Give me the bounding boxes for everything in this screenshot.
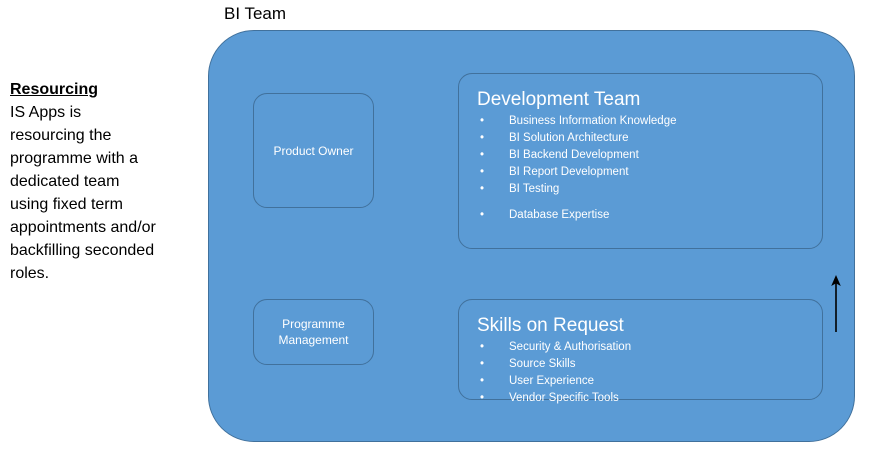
card-programme-management-label: Programme Management — [278, 316, 348, 348]
list-item-label: Source Skills — [509, 358, 576, 370]
diagram-title: BI Team — [224, 4, 287, 23]
resourcing-note-title: Resourcing — [10, 81, 99, 98]
list-item-label: User Experience — [509, 375, 595, 387]
resourcing-note-body: IS Apps is resourcing the programme with… — [10, 104, 156, 282]
list-item: • Vendor Specific Tools — [477, 390, 804, 407]
bullet-icon: • — [480, 115, 485, 127]
resourcing-note: Resourcing IS Apps is resourcing the pro… — [10, 78, 160, 285]
list-item: • BI Testing — [477, 181, 804, 198]
bullet-icon: • — [480, 209, 485, 221]
list-item: • Database Expertise — [477, 207, 804, 224]
development-team-bullet-list: • Business Information Knowledge • BI So… — [477, 113, 804, 224]
bullet-icon: • — [480, 149, 485, 161]
skills-to-development-arrow-icon — [831, 275, 841, 332]
card-product-owner-label: Product Owner — [273, 143, 354, 158]
list-item: • BI Report Development — [477, 164, 804, 181]
card-development-team-heading: Development Team — [477, 89, 641, 110]
bullet-icon: • — [480, 166, 485, 178]
list-item-label: BI Solution Architecture — [509, 132, 629, 144]
list-item-label: Vendor Specific Tools — [509, 392, 619, 404]
card-skills-on-request-heading: Skills on Request — [477, 315, 624, 336]
bullet-icon: • — [480, 341, 485, 353]
list-item: • Source Skills — [477, 356, 804, 373]
bullet-icon: • — [480, 132, 485, 144]
list-item-label: Security & Authorisation — [509, 341, 632, 353]
card-development-team[interactable]: Development Team • Business Information … — [458, 73, 823, 249]
card-programme-management-line1: Programme — [282, 317, 345, 331]
card-programme-management[interactable]: Programme Management — [253, 299, 374, 365]
list-item: • User Experience — [477, 373, 804, 390]
list-item: • BI Backend Development — [477, 147, 804, 164]
list-item-label: Business Information Knowledge — [509, 115, 677, 127]
bullet-icon: • — [480, 358, 485, 370]
list-item-label: BI Backend Development — [509, 149, 639, 161]
list-item: • Security & Authorisation — [477, 339, 804, 356]
list-item: • Business Information Knowledge — [477, 113, 804, 130]
list-item-label: Database Expertise — [509, 209, 610, 221]
bullet-icon: • — [480, 183, 485, 195]
list-item-label: BI Report Development — [509, 166, 629, 178]
skills-on-request-bullet-list: • Security & Authorisation • Source Skil… — [477, 339, 804, 407]
bi-team-container: Product Owner Programme Management Devel… — [208, 30, 855, 442]
bullet-icon: • — [480, 392, 485, 404]
bullet-icon: • — [480, 375, 485, 387]
card-skills-on-request[interactable]: Skills on Request • Security & Authorisa… — [458, 299, 823, 404]
card-product-owner[interactable]: Product Owner — [253, 93, 374, 208]
card-programme-management-line2: Management — [278, 333, 349, 347]
list-item: • BI Solution Architecture — [477, 130, 804, 147]
list-item-label: BI Testing — [509, 183, 560, 195]
